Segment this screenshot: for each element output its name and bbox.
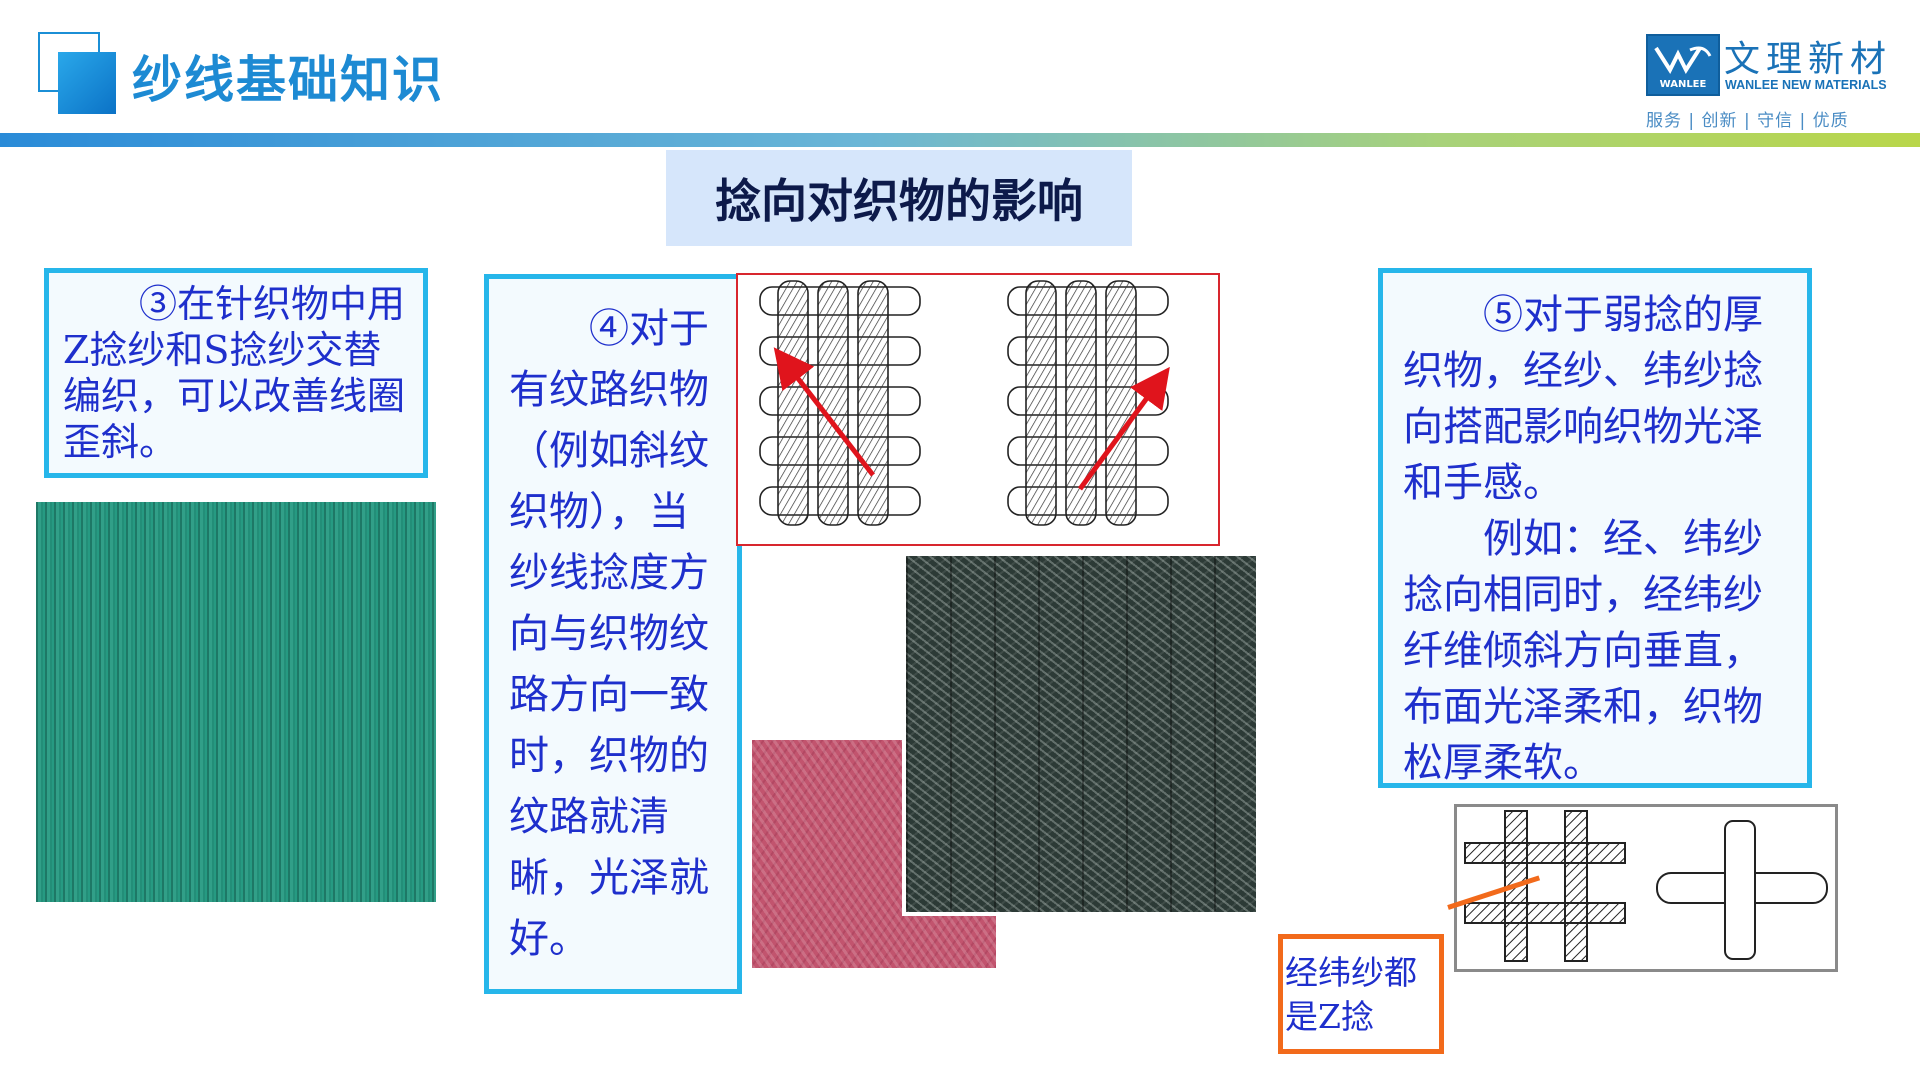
green-knit-fabric-image [36, 502, 436, 902]
z-twist-callout: 经纬纱都是Z捻 [1278, 934, 1444, 1054]
company-slogan: 服务 | 创新 | 守信 | 优质 [1646, 111, 1849, 131]
weak-twist-example-text: 例如：经、纬纱捻向相同时，经纬纱纤维倾斜方向垂直，布面光泽柔和，织物松厚柔软。 [1403, 516, 1763, 786]
twill-twist-textbox: ④对于有纹路织物（例如斜纹织物），当纱线捻度方向与织物纹路方向一致时，织物的纹路… [484, 274, 742, 994]
section-heading: 捻向对织物的影响 [666, 150, 1132, 246]
knit-twist-textbox: ③在针织物中用Z捻纱和S捻纱交替编织，可以改善线圈歪斜。 [44, 268, 428, 478]
dark-herringbone-fabric-image [902, 552, 1260, 916]
weak-twist-textbox: ⑤对于弱捻的厚织物，经纱、纬纱捻向搭配影响织物光泽和手感。 例如：经、纬纱捻向相… [1378, 268, 1812, 788]
twill-weave-diagram [736, 273, 1220, 546]
logo-mark-text: WANLEE [1659, 79, 1707, 90]
company-name-cn: 文理新材 [1724, 39, 1893, 80]
warp-weft-diagram [1454, 804, 1838, 972]
twill-twist-text: ④对于有纹路织物（例如斜纹织物），当纱线捻度方向与织物纹路方向一致时，织物的纹路… [509, 306, 709, 962]
title-decoration-square [58, 52, 116, 114]
company-logo-icon: WANLEE [1646, 34, 1720, 96]
weak-twist-text: ⑤对于弱捻的厚织物，经纱、纬纱捻向搭配影响织物光泽和手感。 [1403, 292, 1763, 506]
header-gradient-bar [0, 133, 1920, 147]
page-title: 纱线基础知识 [132, 51, 444, 109]
knit-twist-text: ③在针织物中用Z捻纱和S捻纱交替编织，可以改善线圈歪斜。 [63, 282, 406, 464]
company-name-en: WANLEE NEW MATERIALS [1725, 78, 1887, 92]
